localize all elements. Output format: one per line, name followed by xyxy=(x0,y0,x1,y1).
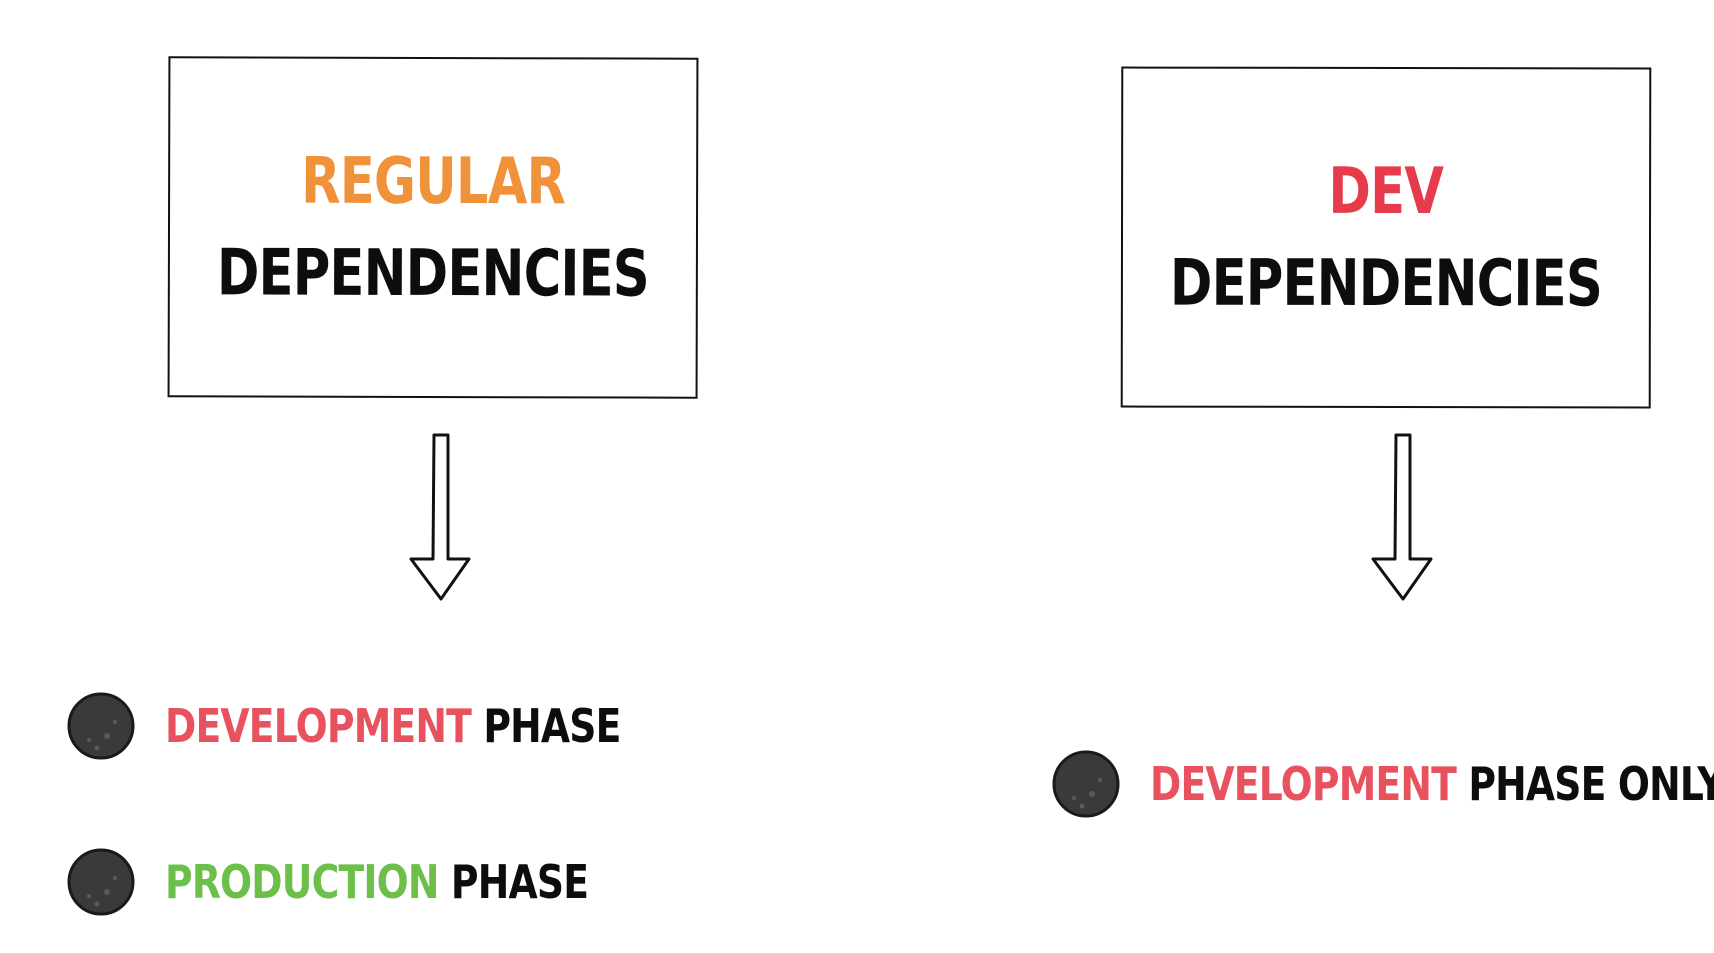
moon-ball-icon xyxy=(1052,750,1120,818)
down-arrow-icon xyxy=(1371,433,1433,601)
dev-title: DEV xyxy=(1328,154,1444,229)
moon-ball-icon xyxy=(67,848,135,916)
bullet-rest-word: PHASE xyxy=(483,699,621,753)
bullet-rest-word: PHASE xyxy=(450,855,589,909)
bullet-text: PRODUCTION PHASE xyxy=(165,859,589,905)
moon-ball-icon xyxy=(67,692,135,760)
bullet-development-phase: DEVELOPMENT PHASE xyxy=(67,692,721,760)
regular-subtitle: DEPENDENCIES xyxy=(216,235,649,312)
bullet-accent-word: DEVELOPMENT xyxy=(165,699,472,753)
bullet-text: DEVELOPMENT PHASE xyxy=(165,703,621,749)
bullet-development-phase-only: DEVELOPMENT PHASE ONLY xyxy=(1052,750,1714,818)
bullet-rest-word: PHASE ONLY xyxy=(1468,757,1714,811)
bullet-production-phase: PRODUCTION PHASE xyxy=(67,848,681,916)
regular-dependencies-box: REGULAR DEPENDENCIES xyxy=(167,56,699,399)
bullet-text: DEVELOPMENT PHASE ONLY xyxy=(1150,761,1714,807)
bullet-accent-word: PRODUCTION xyxy=(165,855,439,909)
dev-subtitle: DEPENDENCIES xyxy=(1169,246,1602,321)
regular-title: REGULAR xyxy=(300,144,566,219)
down-arrow-icon xyxy=(409,433,471,601)
dev-dependencies-box: DEV DEPENDENCIES xyxy=(1120,66,1652,409)
bullet-accent-word: DEVELOPMENT xyxy=(1150,757,1457,811)
